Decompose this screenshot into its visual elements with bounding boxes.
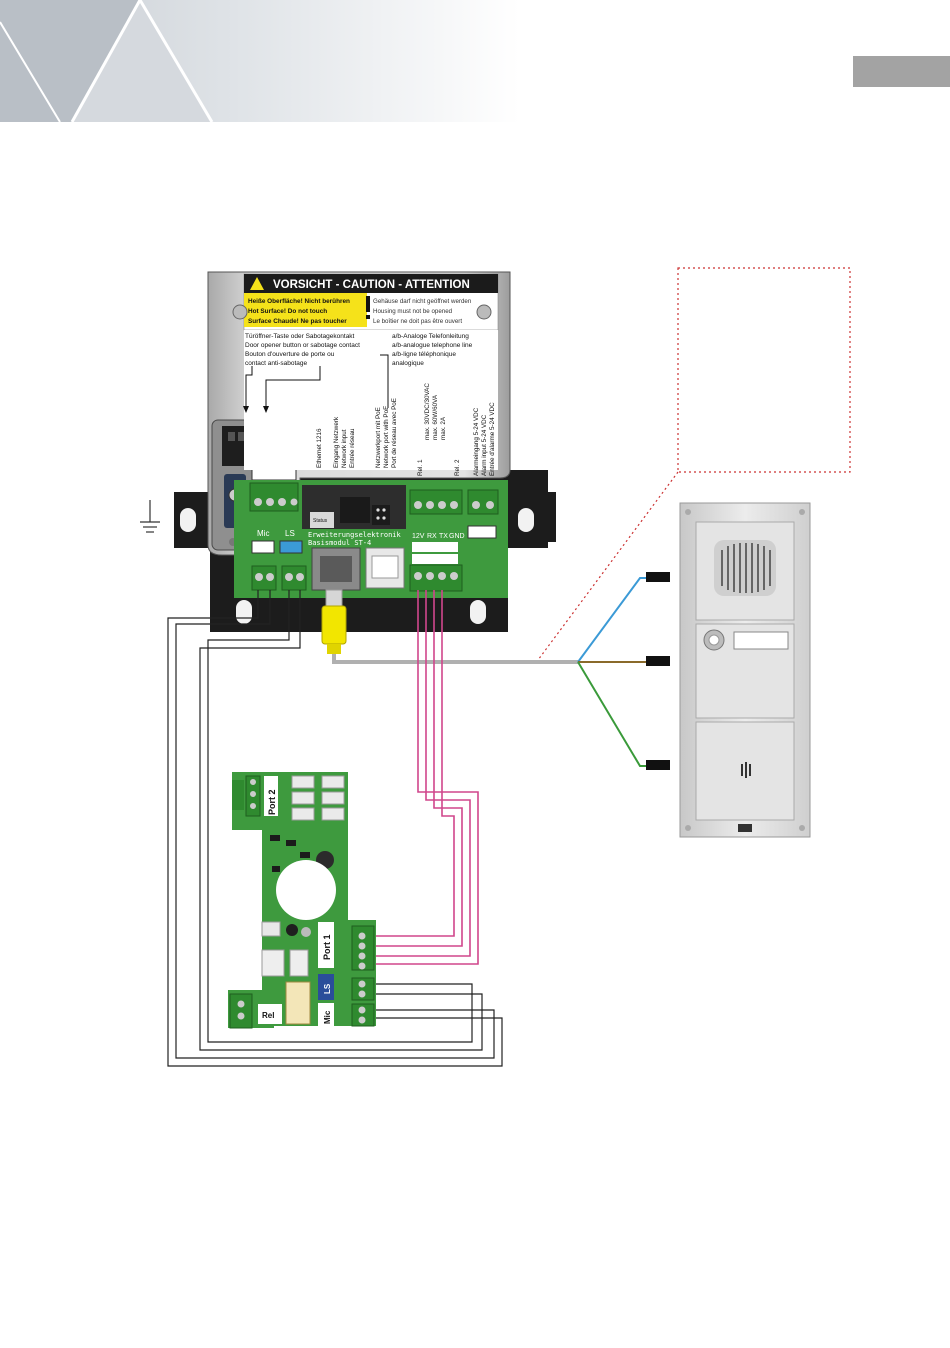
wire-blue bbox=[577, 577, 652, 663]
label-relay-1: max. 30VDC/30VAC bbox=[424, 383, 431, 440]
label-network-input-3: Entrée réseau bbox=[349, 428, 356, 468]
board-mic-label: Mic bbox=[323, 1010, 332, 1024]
terminal-block-top-left bbox=[249, 482, 299, 512]
terminal-block-relay bbox=[409, 489, 499, 515]
module-ls-label: LS bbox=[285, 529, 295, 538]
status-label: Status bbox=[313, 518, 328, 524]
label-rel1: Rel. 1 bbox=[417, 459, 424, 476]
analog-line-4: analogique bbox=[392, 360, 424, 367]
label-rel2: Rel. 2 bbox=[454, 459, 461, 476]
analog-line-1: a/b-Analoge Telefonleitung bbox=[392, 333, 469, 340]
label-alarm-2: Alarm input 5-24 VDC bbox=[481, 414, 488, 476]
callout bbox=[537, 267, 851, 661]
label-network-input-1: Eingang Netzwerk bbox=[333, 416, 340, 468]
terminal-mic-ls bbox=[251, 565, 307, 591]
bus-label-rx: RX bbox=[427, 533, 437, 540]
analog-line-3: a/b-ligne téléphonique bbox=[392, 351, 456, 358]
header-decoration bbox=[0, 0, 520, 123]
door-opener-line-1: Türöffner-Taste oder Sabotagekontakt bbox=[245, 333, 355, 340]
controller-module: VORSICHT - CAUTION - ATTENTION Heiße Obe… bbox=[174, 271, 556, 654]
module-mic-label: Mic bbox=[257, 529, 269, 538]
warning-left-line-1: Heiße Oberfläche! Nicht berühren bbox=[248, 298, 350, 305]
door-opener-line-4: contact anti-sabotage bbox=[245, 360, 308, 367]
ethernet-plug bbox=[321, 589, 347, 654]
bus-label-tx: TX bbox=[439, 533, 448, 540]
vertical-labels: Ethernet 1216 Eingang Netzwerk Network i… bbox=[316, 383, 496, 476]
label-poe-1: Netzwerkport mit PoE bbox=[375, 407, 382, 468]
label-relay-2: max. 60W/60VA bbox=[432, 394, 439, 440]
ethernet-socket bbox=[311, 547, 405, 591]
warning-label: VORSICHT - CAUTION - ATTENTION Heiße Obe… bbox=[232, 273, 499, 331]
board-name-line-2: Basismodul ST-4 bbox=[308, 539, 371, 547]
board-port1-label: Port 1 bbox=[322, 934, 332, 960]
label-alarm-1: Alarmeingang 5-24 VDC bbox=[473, 407, 480, 476]
bus-label-12v: 12V bbox=[412, 533, 425, 540]
label-network-input-2: Network input bbox=[341, 429, 348, 468]
ground-symbol bbox=[140, 500, 160, 533]
warning-left-line-3: Surface Chaude! Ne pas toucher bbox=[248, 318, 347, 325]
door-opener-line-2: Door opener button or sabotage contact bbox=[245, 342, 360, 349]
audio-wires bbox=[167, 590, 503, 1067]
warning-right-line-3: Le boîtier ne doit pas être ouvert bbox=[373, 318, 462, 325]
warning-right-line-1: Gehäuse darf nicht geöffnet werden bbox=[373, 298, 472, 305]
page-tab bbox=[853, 56, 950, 87]
label-ethernet: Ethernet 1216 bbox=[316, 428, 323, 468]
warning-left-line-2: Hot Surface! Do not touch bbox=[248, 308, 327, 315]
ethernet-cable bbox=[332, 654, 578, 664]
warning-title: VORSICHT - CAUTION - ATTENTION bbox=[273, 279, 470, 291]
wire-green bbox=[577, 661, 652, 767]
analog-line-2: a/b-analogue telephone line bbox=[392, 342, 473, 349]
label-alarm-3: Entrée d'alarme 5-24 VDC bbox=[489, 402, 496, 476]
label-poe-2: Network port with PoE bbox=[383, 406, 390, 468]
board-rel-label: Rel bbox=[262, 1011, 274, 1020]
door-station bbox=[646, 502, 811, 838]
extension-board: Port 2 Port 1 LS Mic bbox=[228, 772, 376, 1029]
warning-right-line-2: Housing must not be opened bbox=[373, 308, 453, 315]
bus-wires bbox=[372, 590, 479, 965]
bus-labels: 12V RX TX GND bbox=[412, 533, 465, 540]
terminal-bus bbox=[409, 564, 463, 592]
label-relay-3: max. 2A bbox=[440, 416, 447, 440]
label-poe-3: Port de réseau avec PoE bbox=[391, 398, 398, 468]
board-name-line-1: Erweiterungselektronik bbox=[308, 531, 402, 539]
door-opener-line-3: Bouton d'ouverture de porte ou bbox=[245, 351, 335, 358]
wires bbox=[167, 577, 652, 1067]
board-port2-label: Port 2 bbox=[267, 789, 277, 815]
bus-label-gnd: GND bbox=[449, 533, 465, 540]
board-ls-label: LS bbox=[323, 983, 332, 994]
